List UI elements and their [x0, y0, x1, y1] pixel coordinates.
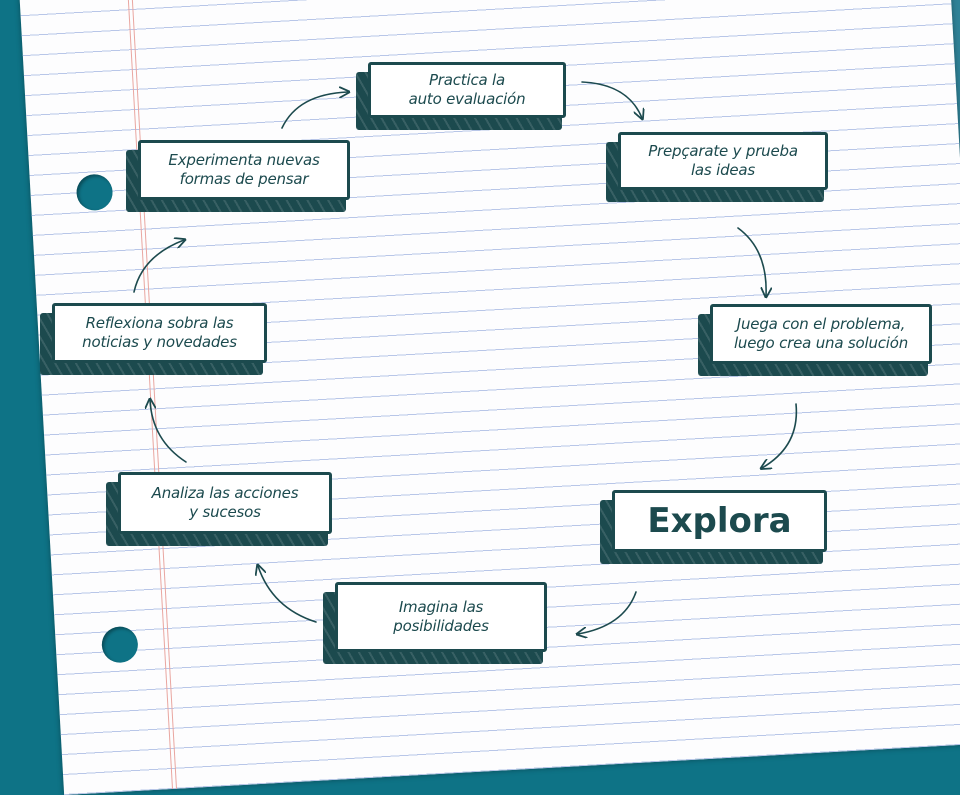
step-label-experimenta: Experimenta nuevas formas de pensar	[168, 151, 320, 188]
step-box-practica: Practica la auto evaluación	[356, 62, 566, 130]
step-label-juega: Juega con el problema, luego crea una so…	[733, 315, 909, 352]
arrow-preparate-to-juega	[737, 227, 766, 296]
step-box-juega: Juega con el problema, luego crea una so…	[698, 304, 932, 376]
arrow-experimenta-to-practica	[281, 92, 348, 129]
arrow-reflexiona-to-experimenta	[133, 240, 184, 293]
step-box-imagina: Imagina las posibilidades	[323, 582, 547, 664]
step-box-analiza: Analiza las acciones y sucesos	[106, 472, 332, 546]
box-face: Juega con el problema, luego crea una so…	[710, 304, 932, 364]
step-box-reflexiona: Reflexiona sobra las noticias y novedade…	[40, 303, 267, 375]
box-face: Experimenta nuevas formas de pensar	[138, 140, 350, 200]
arrow-practica-to-preparate	[581, 81, 642, 118]
step-label-practica: Practica la auto evaluación	[408, 71, 526, 108]
arrow-analiza-to-reflexiona	[150, 400, 187, 463]
step-label-reflexiona: Reflexiona sobra las noticias y novedade…	[82, 314, 237, 351]
arrow-juega-to-explora	[762, 403, 798, 468]
arrow-explora-to-imagina	[578, 591, 637, 634]
box-face: Explora	[612, 490, 827, 552]
box-face: Imagina las posibilidades	[335, 582, 547, 652]
step-label-explora: Explora	[647, 501, 792, 541]
step-label-analiza: Analiza las acciones y sucesos	[151, 484, 299, 521]
box-face: Reflexiona sobra las noticias y novedade…	[52, 303, 267, 363]
step-label-preparate: Prepçarate y prueba las ideas	[648, 142, 798, 179]
box-face: Prepçarate y prueba las ideas	[618, 132, 828, 190]
step-label-imagina: Imagina las posibilidades	[393, 598, 489, 635]
step-box-experimenta: Experimenta nuevas formas de pensar	[126, 140, 350, 212]
box-face: Practica la auto evaluación	[368, 62, 566, 118]
step-box-explora: Explora	[600, 490, 827, 564]
step-box-preparate: Prepçarate y prueba las ideas	[606, 132, 828, 202]
cycle-arrows	[133, 81, 798, 720]
box-face: Analiza las acciones y sucesos	[118, 472, 332, 534]
arrow-imagina-to-analiza	[258, 566, 317, 623]
